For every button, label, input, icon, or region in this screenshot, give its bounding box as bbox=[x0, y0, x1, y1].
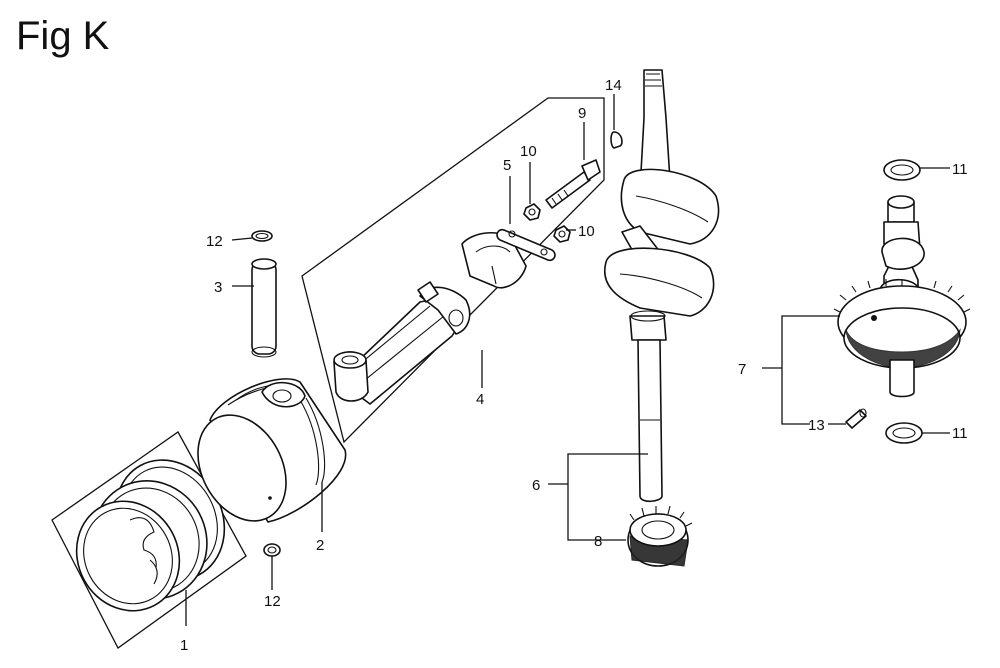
callout-7: 7 bbox=[738, 361, 746, 378]
camshaft bbox=[833, 195, 971, 398]
callout-2: 2 bbox=[316, 537, 324, 554]
callout-12-top: 12 bbox=[206, 233, 223, 250]
callout-8: 8 bbox=[594, 533, 602, 550]
crankshaft-gear bbox=[627, 505, 693, 567]
callout-12-bottom: 12 bbox=[264, 593, 281, 610]
callout-14: 14 bbox=[605, 77, 622, 94]
piston-pin-clip-bottom bbox=[263, 543, 281, 557]
camshaft-washer-top bbox=[883, 159, 921, 181]
crankshaft bbox=[603, 69, 720, 503]
camshaft-pin bbox=[845, 408, 867, 429]
piston-ring-set bbox=[51, 431, 247, 649]
callout-3: 3 bbox=[214, 279, 222, 296]
connecting-rod-assembly bbox=[301, 97, 605, 444]
callout-11-top: 11 bbox=[952, 161, 968, 178]
callout-11-bottom: 11 bbox=[952, 425, 968, 442]
callout-10-right: 10 bbox=[578, 223, 595, 240]
leader-lines bbox=[185, 94, 950, 626]
figure-title: Fig K bbox=[16, 14, 110, 58]
callout-10-top: 10 bbox=[520, 143, 537, 160]
woodruff-key bbox=[610, 131, 623, 149]
piston bbox=[197, 378, 347, 523]
callout-9: 9 bbox=[578, 105, 586, 122]
callout-1: 1 bbox=[180, 637, 188, 654]
callout-labels: 1 2 3 4 5 6 7 8 9 10 10 11 11 12 12 13 1… bbox=[180, 77, 968, 654]
callout-6: 6 bbox=[532, 477, 540, 494]
callout-13: 13 bbox=[808, 417, 825, 434]
callout-4: 4 bbox=[476, 391, 484, 408]
camshaft-washer-bottom bbox=[885, 422, 923, 444]
callout-5: 5 bbox=[503, 157, 511, 174]
piston-pin-clip-top bbox=[251, 230, 273, 242]
piston-pin bbox=[251, 258, 277, 358]
